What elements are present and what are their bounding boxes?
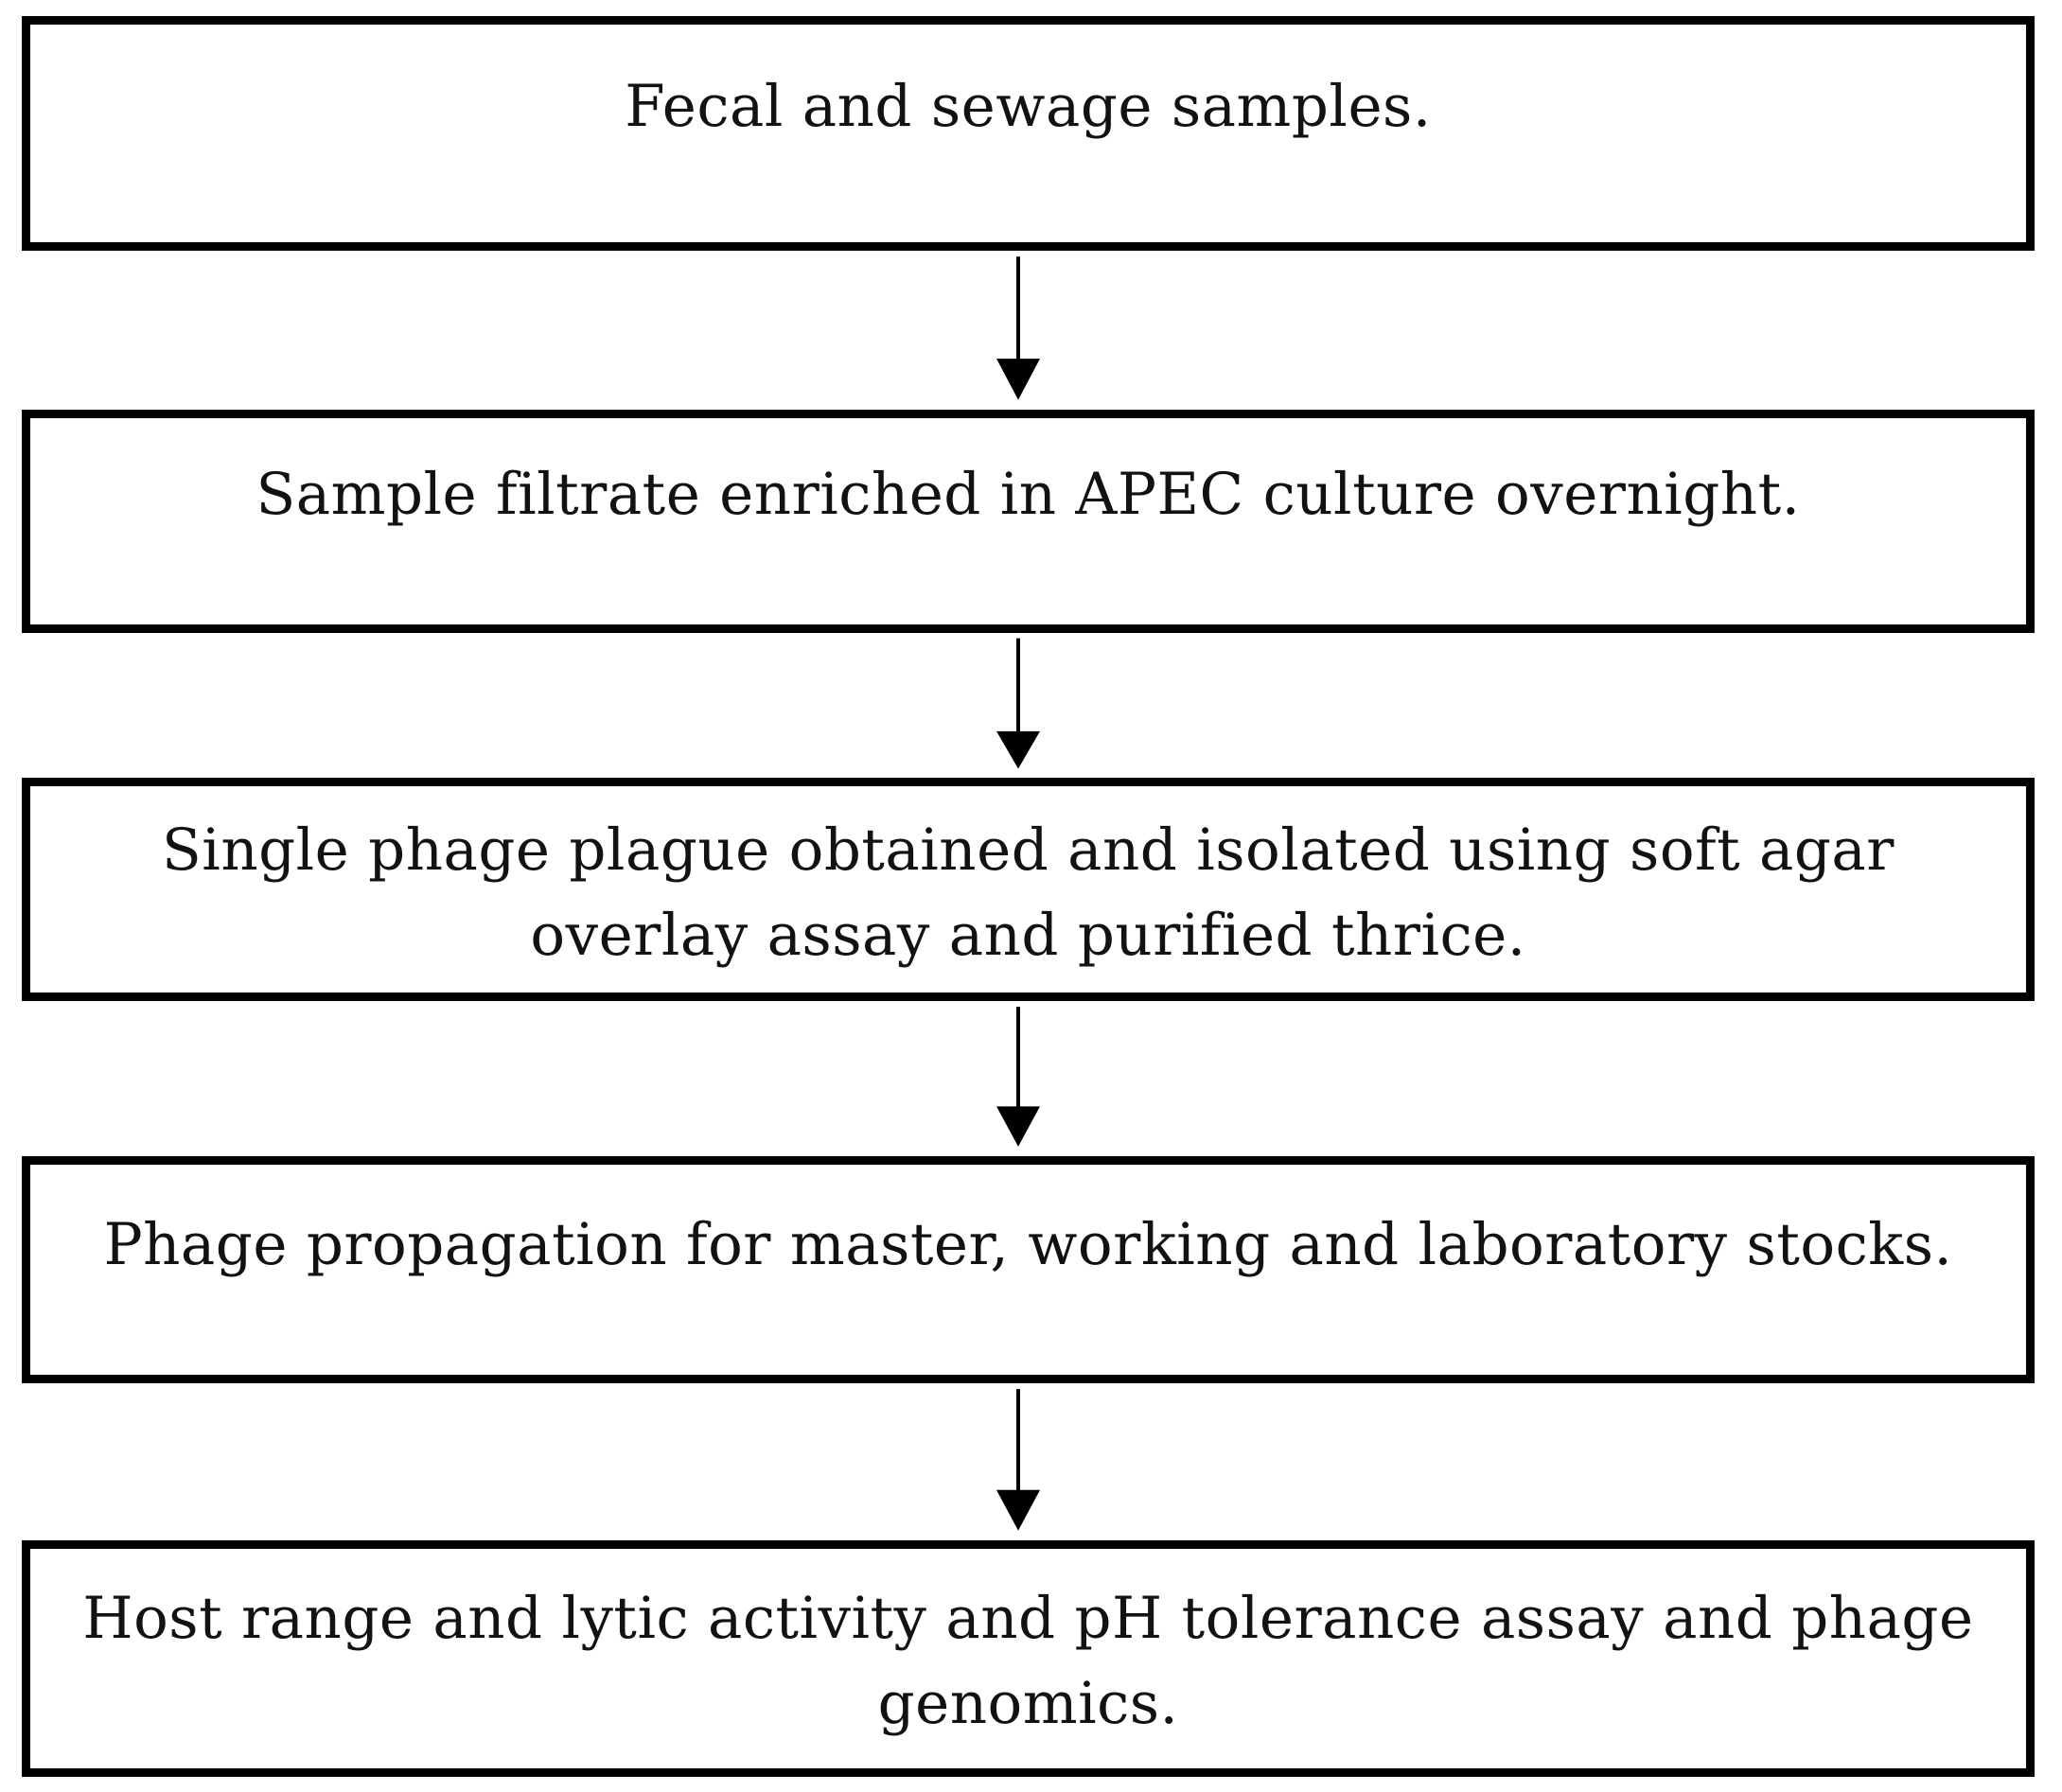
flow-step-3: Single phage plague obtained and isolate… xyxy=(22,778,2035,1001)
flow-step-4: Phage propagation for master, working an… xyxy=(22,1156,2035,1383)
down-arrow-icon xyxy=(996,256,1040,400)
flow-step-2-label: Sample filtrate enriched in APEC culture… xyxy=(256,461,1801,528)
flow-step-2: Sample filtrate enriched in APEC culture… xyxy=(22,410,2035,633)
down-arrow-icon xyxy=(996,1007,1040,1147)
connector-4-5 xyxy=(22,1383,2035,1540)
flow-step-1-label: Fecal and sewage samples. xyxy=(625,73,1432,140)
flow-step-5: Host range and lytic activity and pH tol… xyxy=(22,1540,2035,1777)
flow-step-1: Fecal and sewage samples. xyxy=(22,16,2035,251)
flow-step-4-label: Phage propagation for master, working an… xyxy=(103,1211,1953,1278)
flow-step-3-label: Single phage plague obtained and isolate… xyxy=(162,817,1895,969)
connector-1-2 xyxy=(22,251,2035,410)
connector-2-3 xyxy=(22,633,2035,778)
down-arrow-icon xyxy=(996,638,1040,769)
down-arrow-icon xyxy=(996,1389,1040,1531)
flowchart: Fecal and sewage samples. Sample filtrat… xyxy=(22,16,2035,1777)
flow-step-5-label: Host range and lytic activity and pH tol… xyxy=(82,1585,1974,1737)
connector-3-4 xyxy=(22,1001,2035,1156)
